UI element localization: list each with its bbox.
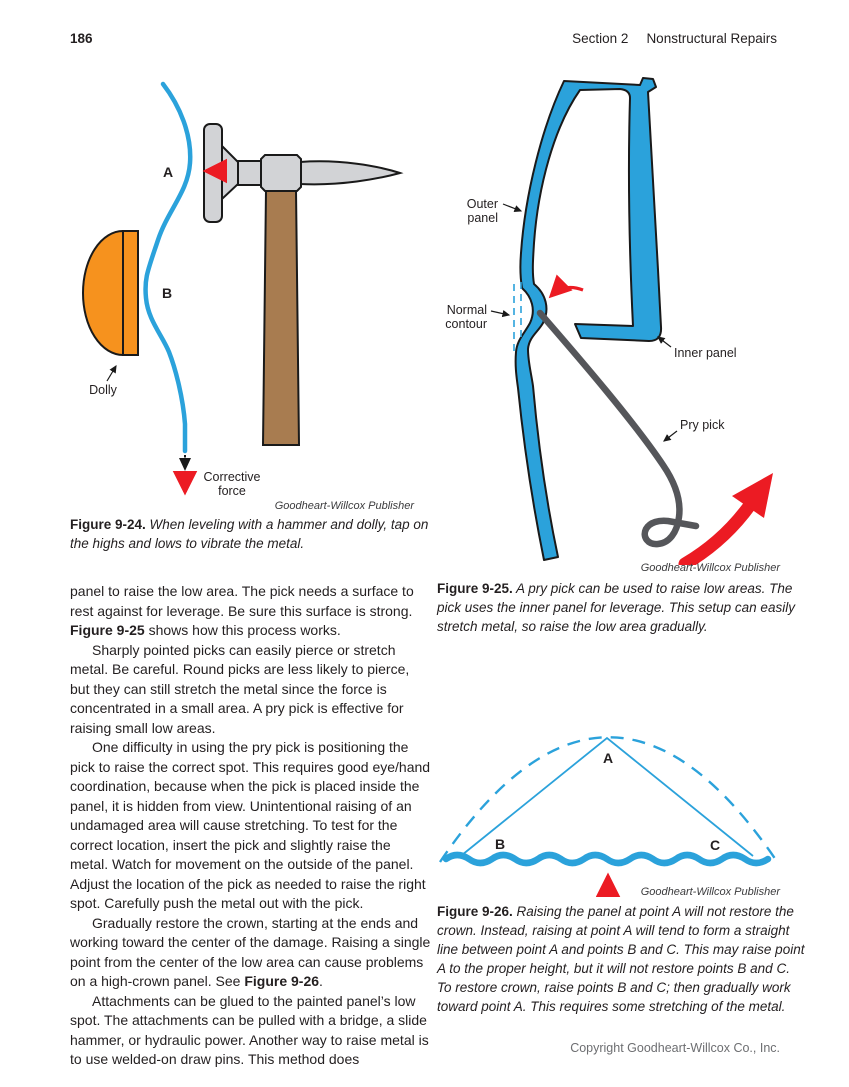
label-point-c: C <box>710 837 720 853</box>
figure-9-26-caption-text: Raising the panel at point A will not re… <box>437 904 805 1014</box>
copyright-footer: Copyright Goodheart-Willcox Co., Inc. <box>570 1041 780 1055</box>
figure-9-26-caption: Figure 9-26. Raising the panel at point … <box>437 902 807 1016</box>
label-normal-contour-2: contour <box>445 317 487 331</box>
hammer-pick-tip <box>299 160 404 186</box>
hammer-head-body <box>260 154 302 192</box>
figure-9-24-caption: Figure 9-24. When leveling with a hammer… <box>70 515 435 553</box>
body-text-segment: shows how this process works. <box>144 622 341 638</box>
figure-reference: Figure 9-25 <box>70 622 145 638</box>
inner-panel-pointer <box>657 336 672 348</box>
label-corrective-force-2: force <box>218 484 246 498</box>
figure-9-25-credit: Goodheart-Willcox Publisher <box>640 562 780 574</box>
leverage-arrow-shaft <box>678 498 757 565</box>
figure-9-25-caption-label: Figure 9-25. <box>437 581 513 596</box>
body-text-segment: Sharply pointed picks can easily pierce … <box>70 641 410 736</box>
body-text-column: panel to raise the low area. The pick ne… <box>70 582 432 1070</box>
panel-contour-line <box>143 81 193 454</box>
label-point-b: B <box>495 836 505 852</box>
figure-9-24-caption-text: When leveling with a hammer and dolly, t… <box>70 517 429 551</box>
leverage-arrow-head <box>732 473 773 518</box>
pry-point-arrow <box>548 274 584 299</box>
body-text-segment: panel to raise the low area. The pick ne… <box>70 583 414 619</box>
running-head: Section 2 Nonstructural Repairs <box>572 31 777 46</box>
hammer-neck <box>221 143 239 202</box>
label-point-b: B <box>162 285 172 301</box>
door-panel-cross-section <box>514 77 663 561</box>
label-dolly: Dolly <box>89 383 118 397</box>
dolly-pointer-line <box>106 364 117 382</box>
low-panel-wavy-line <box>442 851 772 867</box>
body-text-segment: . <box>319 973 323 989</box>
normal-contour-pointer <box>490 310 511 318</box>
figure-reference: Figure 9-26 <box>244 973 320 989</box>
figure-9-25-illustration: Outer panel Normal contour Inner panel P… <box>445 77 773 565</box>
label-pry-pick: Pry pick <box>680 418 725 432</box>
body-text-segment: Attachments can be glued to the painted … <box>70 992 429 1068</box>
label-outer-panel-2: panel <box>467 211 498 225</box>
dolly-face-plate <box>122 230 139 356</box>
body-paragraph: Sharply pointed picks can easily pierce … <box>70 641 432 739</box>
label-normal-contour-1: Normal <box>447 303 487 317</box>
straight-line-b-a-c <box>461 736 754 857</box>
section-number: Section 2 <box>572 31 629 46</box>
label-inner-panel: Inner panel <box>674 346 737 360</box>
body-paragraph: Gradually restore the crown, starting at… <box>70 914 432 992</box>
body-text-segment: Gradually restore the crown, starting at… <box>70 914 431 990</box>
figure-9-24-illustration: A B Dolly Corrective force <box>82 81 404 498</box>
page-number: 186 <box>70 31 93 46</box>
hammer-face <box>203 123 223 223</box>
hammer-handle <box>261 189 301 446</box>
pry-pick-tool <box>536 309 700 548</box>
label-outer-panel-1: Outer <box>467 197 498 211</box>
pry-pick-pointer <box>663 430 678 442</box>
figure-9-26-illustration: A B C <box>439 736 779 897</box>
figure-9-26-credit: Goodheart-Willcox Publisher <box>640 886 780 898</box>
body-paragraph: Attachments can be glued to the painted … <box>70 992 432 1070</box>
dolly-body <box>82 229 124 357</box>
section-title: Nonstructural Repairs <box>646 31 777 46</box>
figure-9-25-caption-text: A pry pick can be used to raise low area… <box>437 581 795 634</box>
figure-9-24-credit: Goodheart-Willcox Publisher <box>274 500 414 512</box>
figure-9-26-caption-label: Figure 9-26. <box>437 904 513 919</box>
label-point-a: A <box>163 164 173 180</box>
body-paragraph: One difficulty in using the pry pick is … <box>70 738 432 914</box>
body-text-segment: One difficulty in using the pry pick is … <box>70 739 431 911</box>
proper-crown-dashed-arc <box>439 736 779 864</box>
label-corrective-force-1: Corrective <box>204 470 261 484</box>
outer-panel-pointer <box>502 203 523 212</box>
figure-9-24-caption-label: Figure 9-24. <box>70 517 146 532</box>
body-paragraph: panel to raise the low area. The pick ne… <box>70 582 432 641</box>
label-point-a: A <box>603 750 613 766</box>
figure-9-25-caption: Figure 9-25. A pry pick can be used to r… <box>437 579 802 636</box>
